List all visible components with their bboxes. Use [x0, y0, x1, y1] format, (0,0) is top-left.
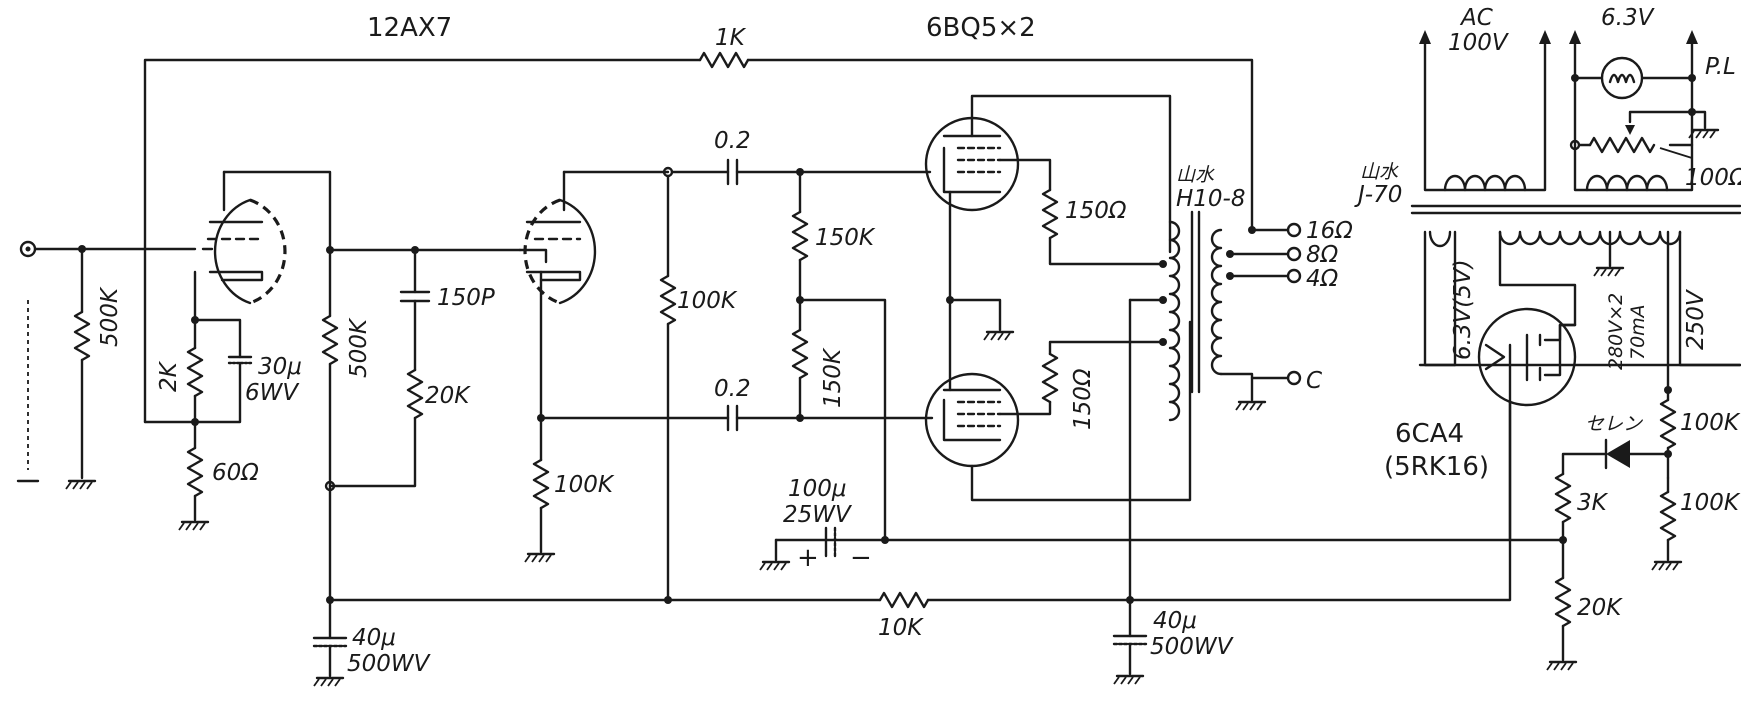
pi-plate-load	[659, 174, 677, 602]
pi-cathode-load	[523, 416, 556, 564]
feedback-loop	[143, 51, 1254, 424]
v1-plate-load	[321, 248, 339, 602]
ot-tap-16-label: 16Ω	[1306, 218, 1353, 244]
bias-cap-value-label: 100μ	[788, 476, 847, 502]
coupling-cap-bottom	[539, 404, 934, 432]
rect-heater-label: 6.3V(5V)	[1450, 259, 1476, 360]
input-grid-resistor-label: 500K	[97, 286, 123, 347]
screen-resistor-bottom	[1041, 340, 1165, 404]
filter-cap-2-voltage-label: 500WV	[1150, 634, 1235, 660]
ot-tap-4-label: 4Ω	[1306, 266, 1339, 292]
pi-plate-load-label: 100K	[677, 288, 738, 314]
pi-cathode-load-label: 100K	[554, 472, 615, 498]
filter-cap-2-value-label: 40μ	[1153, 608, 1197, 634]
bias-series-resistor	[1554, 472, 1572, 542]
input-jack	[16, 240, 197, 483]
filter-cap-1-value-label: 40μ	[352, 625, 396, 651]
bias-shunt-resistor-label: 20K	[1577, 595, 1623, 621]
tube-12ax7-label: 12AX7	[367, 13, 452, 43]
tube-6bq5-top	[924, 94, 1172, 302]
cathode-cap-voltage-label: 6WV	[245, 380, 300, 406]
v1-plate-load-label: 500K	[346, 317, 372, 378]
pt-model-label: J-70	[1354, 182, 1402, 208]
selenium-rectifier	[1561, 438, 1670, 476]
cathode-cap-value-label: 30μ	[258, 354, 302, 380]
rectifier-tube-label: 6CA4	[1395, 419, 1464, 449]
ot-maker-label: 山水	[1176, 164, 1215, 186]
grid-resistor-top-label: 150K	[815, 225, 876, 251]
bias-cap-minus: −	[850, 543, 872, 573]
hv-secondary-2-label: 70mA	[1627, 304, 1649, 360]
pilot-lamp	[1571, 56, 1696, 100]
pt-heater-label: 6.3V	[1601, 5, 1656, 31]
cathode-network	[143, 318, 253, 532]
screen-resistor-top-label: 150Ω	[1065, 198, 1127, 224]
hv-secondary-1-label: 280V×2	[1605, 293, 1627, 370]
pilot-lamp-label: P.L	[1705, 54, 1736, 80]
ot-model-label: H10-8	[1176, 186, 1246, 212]
pt-ac-voltage-label: 100V	[1448, 30, 1510, 56]
bias-capacitor	[758, 526, 887, 572]
bias-shunt-resistor	[1545, 538, 1578, 672]
bias-cap-voltage-label: 25WV	[783, 502, 853, 528]
coupling-cap-top	[670, 158, 932, 186]
input-grid-resistor	[64, 247, 97, 491]
ot-tap-8-label: 8Ω	[1306, 242, 1339, 268]
hum-balance-label: 100Ω	[1685, 165, 1741, 191]
feedback-resistor-label: 1K	[715, 25, 747, 51]
output-transformer	[1128, 210, 1302, 602]
bias-divider-b-label: 100K	[1680, 490, 1741, 516]
filter-cap-2	[1112, 598, 1148, 686]
grid-resistor-top	[791, 170, 809, 302]
tube-6bq5-label: 6BQ5×2	[926, 13, 1036, 43]
bias-series-resistor-label: 3K	[1577, 490, 1609, 516]
filter-cap-1-voltage-label: 500WV	[347, 651, 432, 677]
hum-balance-pot	[1569, 108, 1720, 159]
pt-maker-label: 山水	[1360, 161, 1399, 183]
coupling-cap-top-label: 0.2	[714, 128, 751, 154]
tube-6bq5-bottom	[924, 298, 1192, 502]
cathode-nfb-resistor-label: 60Ω	[212, 460, 259, 486]
rectifier-alt-label: (5RK16)	[1384, 452, 1489, 482]
bias-divider	[1650, 230, 1683, 572]
bplus-rail	[328, 343, 1512, 609]
cathode-resistor-label: 2K	[156, 360, 182, 392]
screen-resistor-top	[1041, 188, 1165, 266]
filter-cap-1	[312, 598, 348, 688]
tube-12ax7-v2	[518, 170, 670, 420]
bias-divider-a-label: 100K	[1680, 410, 1741, 436]
comp-cap-label: 150P	[437, 285, 495, 311]
dropping-resistor-label: 10K	[878, 615, 924, 641]
hv-out-label: 250V	[1683, 288, 1709, 350]
ot-tap-common-label: C	[1306, 368, 1322, 394]
grid-resistor-bottom-label: 150K	[820, 347, 846, 408]
comp-resistor-label: 20K	[425, 383, 471, 409]
bias-cap-plus: +	[797, 543, 819, 573]
selenium-label: セレン	[1585, 413, 1643, 435]
compensation-network	[328, 246, 431, 488]
pt-ac-label: AC	[1459, 5, 1493, 31]
coupling-cap-bottom-label: 0.2	[714, 376, 751, 402]
tube-6ca4	[1477, 307, 1577, 542]
tube-12ax7-v1	[193, 170, 332, 322]
screen-resistor-bottom-label: 150Ω	[1070, 368, 1096, 430]
grid-resistor-bottom	[791, 298, 809, 420]
